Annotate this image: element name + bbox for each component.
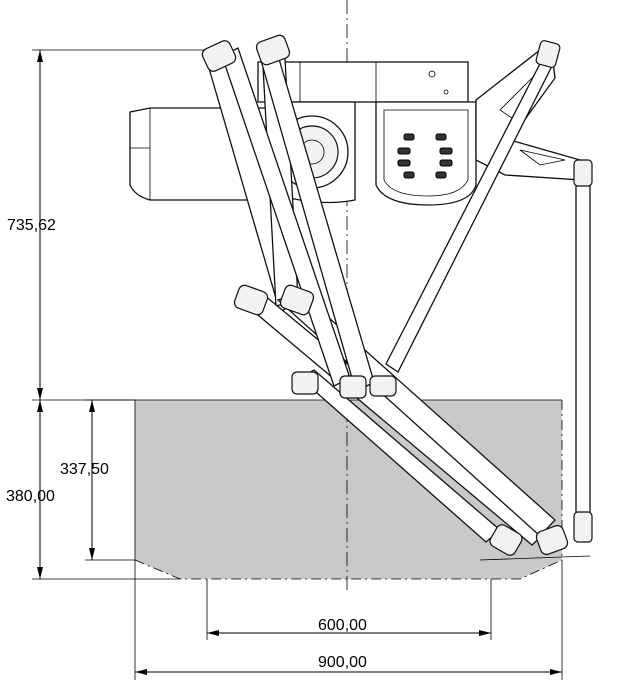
upper-arms (205, 39, 591, 546)
workspace-inner-label: 337,50 (60, 461, 109, 478)
workspace-outer-label: 380,00 (6, 488, 55, 505)
dim-total-height: 735,62 (7, 49, 210, 401)
dim-workspace-inner: 337,50 (60, 399, 135, 561)
dim-bottom-width: 600,00 (206, 579, 492, 640)
total-height-label: 735,62 (7, 217, 56, 234)
top-width-label: 900,00 (318, 654, 367, 671)
dim-workspace-outer: 380,00 (6, 400, 180, 580)
dim-top-width: 900,00 (134, 560, 563, 680)
bottom-width-label: 600,00 (318, 617, 367, 634)
joints (201, 34, 593, 561)
bolt-pattern (397, 133, 453, 179)
